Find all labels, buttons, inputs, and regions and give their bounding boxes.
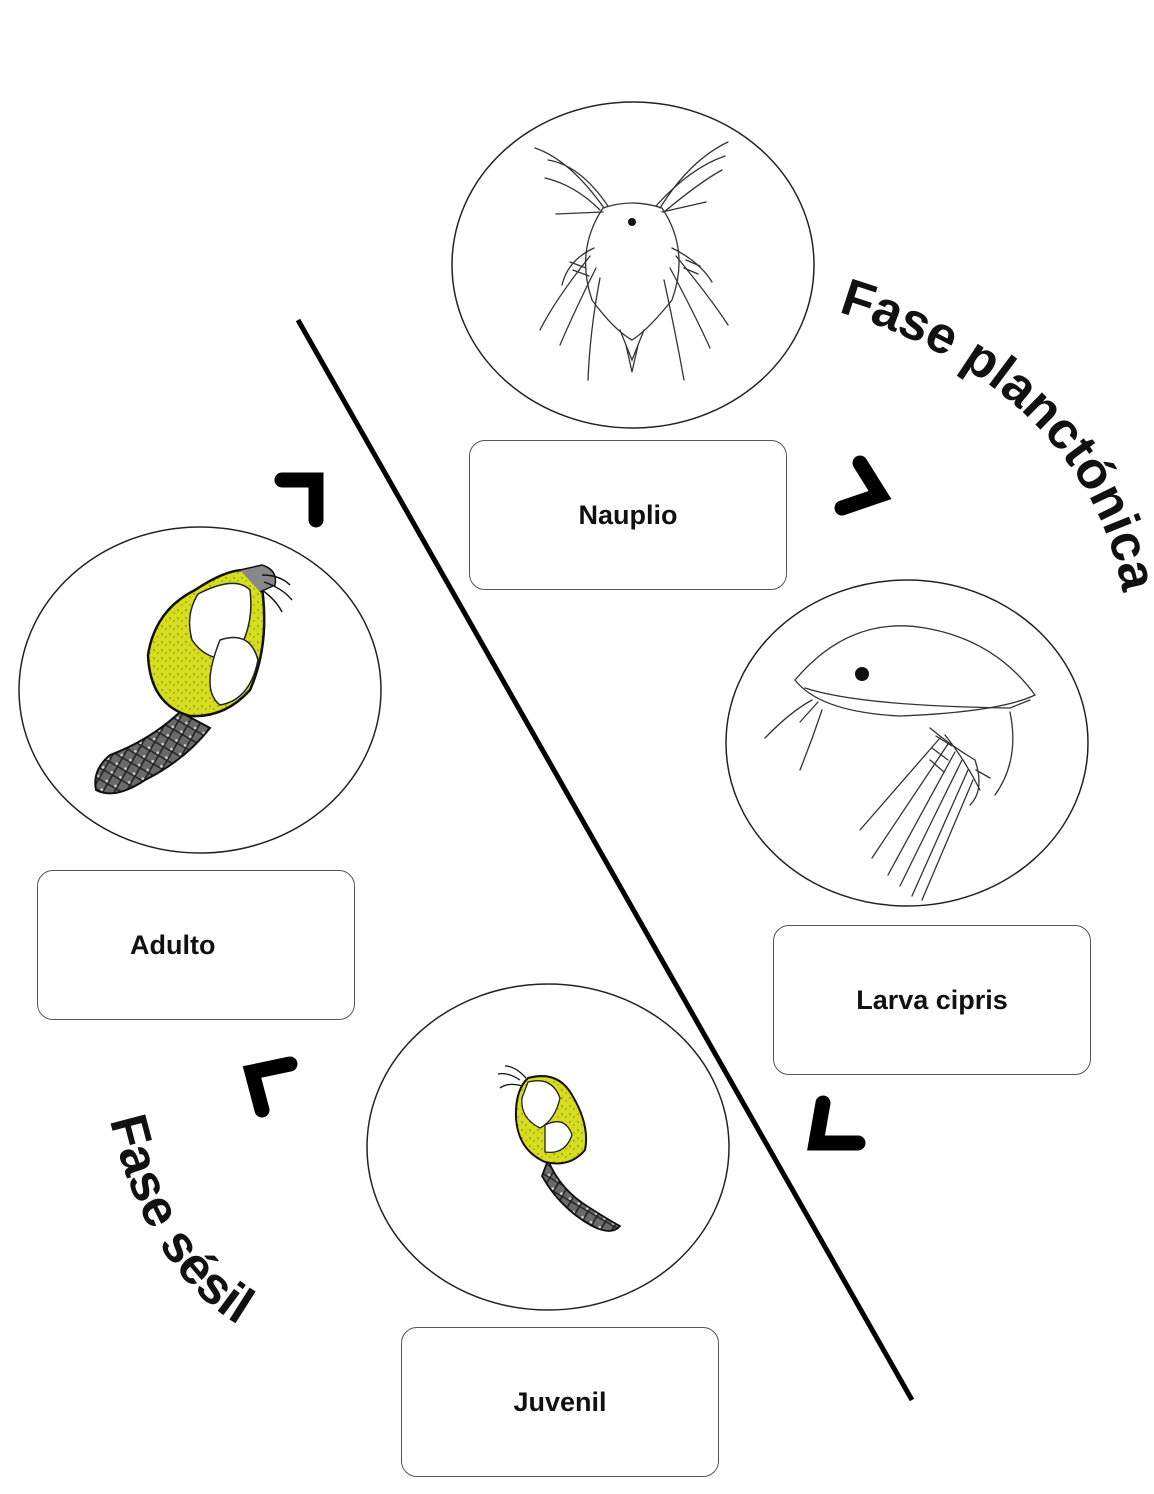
arrow-cypris-to-juvenile — [807, 1095, 866, 1151]
adult-illustration — [94, 564, 293, 795]
nauplio-eye — [628, 218, 636, 226]
phase-divider-line — [295, 318, 915, 1402]
juvenile-stage — [366, 983, 730, 1311]
cypris-illustration — [764, 625, 1036, 901]
label-nauplio: Nauplio — [469, 440, 787, 590]
label-adulto: Adulto — [37, 870, 355, 1020]
label-larva-cipris-text: Larva cipris — [856, 984, 1008, 1015]
planktonic-phase-label: Fase planctónica — [834, 268, 1154, 596]
label-adulto-text: Adulto — [130, 929, 216, 960]
label-juvenil: Juvenil — [401, 1327, 719, 1477]
cypris-eye — [855, 667, 869, 681]
label-larva-cipris: Larva cipris — [773, 925, 1091, 1075]
label-juvenil-text: Juvenil — [513, 1386, 607, 1417]
label-nauplio-text: Nauplio — [578, 499, 678, 530]
nauplio-stage — [451, 101, 815, 429]
arrow-juvenile-to-adult — [242, 1056, 298, 1118]
arrow-nauplio-to-cypris — [834, 455, 892, 516]
juvenile-illustration — [497, 1065, 622, 1232]
cypris-stage — [725, 579, 1089, 907]
adult-stage — [18, 526, 382, 854]
sessile-phase-label: Fase sésil — [98, 1108, 263, 1335]
arrow-adult-to-nauplio — [274, 472, 324, 528]
nauplio-illustration — [534, 141, 729, 381]
